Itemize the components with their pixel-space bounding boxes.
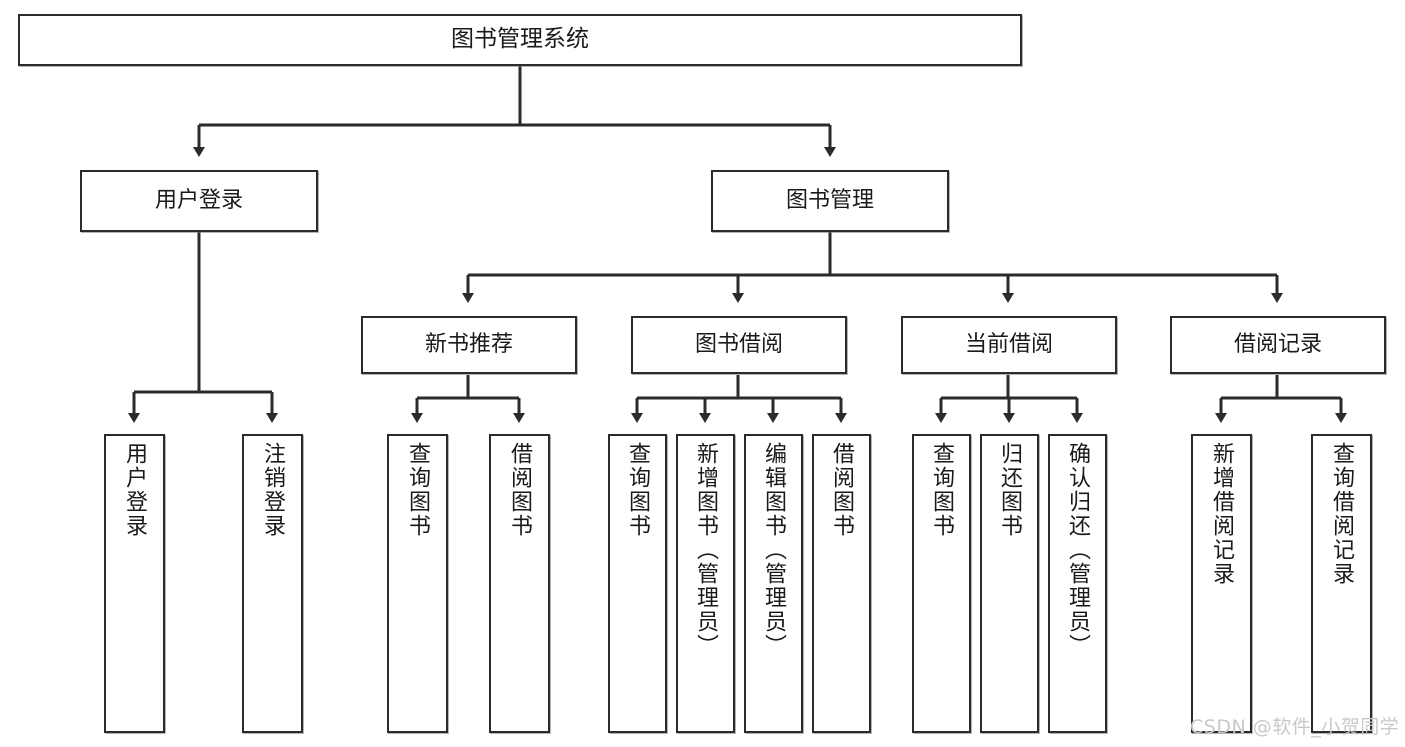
node-label: 注销登录 [260, 442, 286, 538]
leaf-new-book-borrow-books[interactable]: 借阅图书 [489, 434, 550, 733]
leaf-current-borrow-confirm-return-admin[interactable]: 确认归还（管理员） [1048, 434, 1107, 733]
node-root-book-management-system[interactable]: 图书管理系统 [18, 14, 1022, 66]
node-label: 图书管理 [785, 188, 874, 214]
node-label: 用户登录 [154, 188, 243, 214]
node-label: 确认归还（管理员） [1065, 442, 1091, 658]
node-borrowing-record[interactable]: 借阅记录 [1170, 316, 1386, 374]
leaf-book-borrow-add-book-admin[interactable]: 新增图书（管理员） [676, 434, 735, 733]
node-label: 归还图书 [997, 442, 1023, 538]
node-label: 新书推荐 [424, 332, 513, 358]
watermark-text: CSDN @软件_小贺同学 [1190, 716, 1400, 738]
node-label: 借阅记录 [1233, 332, 1322, 358]
node-label: 编辑图书（管理员） [761, 442, 787, 658]
leaf-new-book-query-books[interactable]: 查询图书 [387, 434, 448, 733]
node-label: 查询图书 [405, 442, 431, 538]
leaf-book-borrow-edit-book-admin[interactable]: 编辑图书（管理员） [744, 434, 803, 733]
leaf-current-borrow-return-books[interactable]: 归还图书 [980, 434, 1039, 733]
node-label: 新增借阅记录 [1209, 442, 1235, 586]
leaf-borrow-record-add-record[interactable]: 新增借阅记录 [1191, 434, 1252, 733]
leaf-borrow-record-query-record[interactable]: 查询借阅记录 [1311, 434, 1372, 733]
leaf-user-login-login[interactable]: 用户登录 [104, 434, 165, 733]
node-user-login[interactable]: 用户登录 [80, 170, 318, 232]
node-label: 借阅图书 [829, 442, 855, 538]
leaf-user-login-logout[interactable]: 注销登录 [242, 434, 303, 733]
node-label: 查询图书 [625, 442, 651, 538]
node-label: 当前借阅 [964, 332, 1053, 358]
node-book-management[interactable]: 图书管理 [711, 170, 949, 232]
node-label: 查询图书 [929, 442, 955, 538]
node-label: 查询借阅记录 [1329, 442, 1355, 586]
node-book-borrowing[interactable]: 图书借阅 [631, 316, 847, 374]
leaf-book-borrow-query-books[interactable]: 查询图书 [608, 434, 667, 733]
node-current-borrowing[interactable]: 当前借阅 [901, 316, 1117, 374]
node-label: 图书管理系统 [451, 26, 589, 53]
node-label: 用户登录 [122, 442, 148, 538]
leaf-book-borrow-borrow-books[interactable]: 借阅图书 [812, 434, 871, 733]
node-label: 图书借阅 [694, 332, 783, 358]
node-new-book-recommendation[interactable]: 新书推荐 [361, 316, 577, 374]
node-label: 借阅图书 [507, 442, 533, 538]
leaf-current-borrow-query-books[interactable]: 查询图书 [912, 434, 971, 733]
node-label: 新增图书（管理员） [693, 442, 719, 658]
